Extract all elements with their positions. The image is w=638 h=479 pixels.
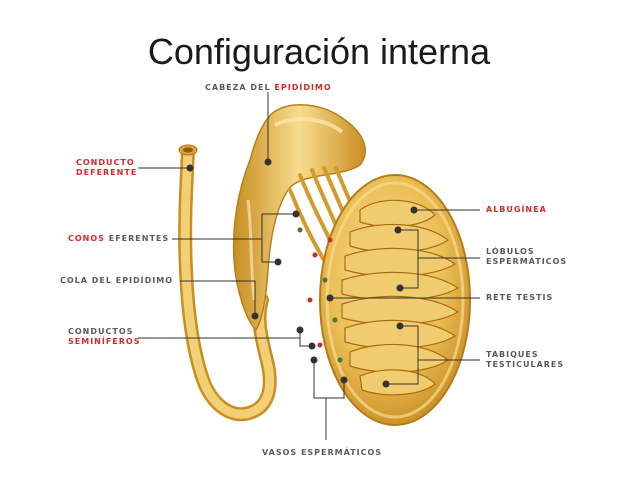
label-conducto-deferente: CONDUCTO DEFERENTE [76, 158, 137, 178]
label-conos-rest: EFERENTES [104, 234, 170, 243]
label-conos-eferentes: CONOS EFERENTES [68, 234, 169, 244]
label-lobulos-line2: ESPERMÁTICOS [486, 257, 568, 266]
slide-title: Configuración interna [147, 31, 491, 72]
label-cabeza-epididimo: CABEZA DEL EPIDÍDIMO [205, 83, 332, 93]
leader-lines [138, 92, 480, 440]
title-crop-mask [0, 72, 638, 80]
label-tabiques-line1: TABIQUES [486, 350, 539, 359]
label-tabiques-testiculares: TABIQUES TESTICULARES [486, 350, 564, 370]
label-tabiques-line2: TESTICULARES [486, 360, 565, 369]
label-cabeza-prefix: CABEZA DEL [205, 83, 275, 92]
label-cabeza-red: EPIDÍDIMO [274, 83, 332, 92]
ductus-deferens-shape [178, 144, 277, 422]
label-albuginea: ALBUGÍNEA [486, 205, 547, 214]
label-conducto-line2: DEFERENTE [76, 168, 138, 177]
label-rete-testis: RETE TESTIS [486, 293, 554, 302]
duct-dots [297, 227, 343, 363]
label-conductos-line2: SEMINÍFEROS [68, 337, 141, 346]
label-conos-red: CONOS [68, 234, 105, 243]
label-conductos-line1: CONDUCTOS [68, 327, 134, 336]
label-lobulos-espermaticos: LÓBULOS ESPERMÁTICOS [486, 247, 567, 267]
label-lobulos-line1: LÓBULOS [486, 247, 535, 256]
testis-lobules [341, 199, 460, 396]
label-cola-epididimo: COLA DEL EPIDÍDIMO [60, 276, 174, 285]
label-vasos-espermaticos: VASOS ESPERMÁTICOS [262, 448, 383, 457]
label-conductos-seminiferos: CONDUCTOS SEMINÍFEROS [68, 327, 141, 347]
label-conducto-line1: CONDUCTO [76, 158, 135, 167]
